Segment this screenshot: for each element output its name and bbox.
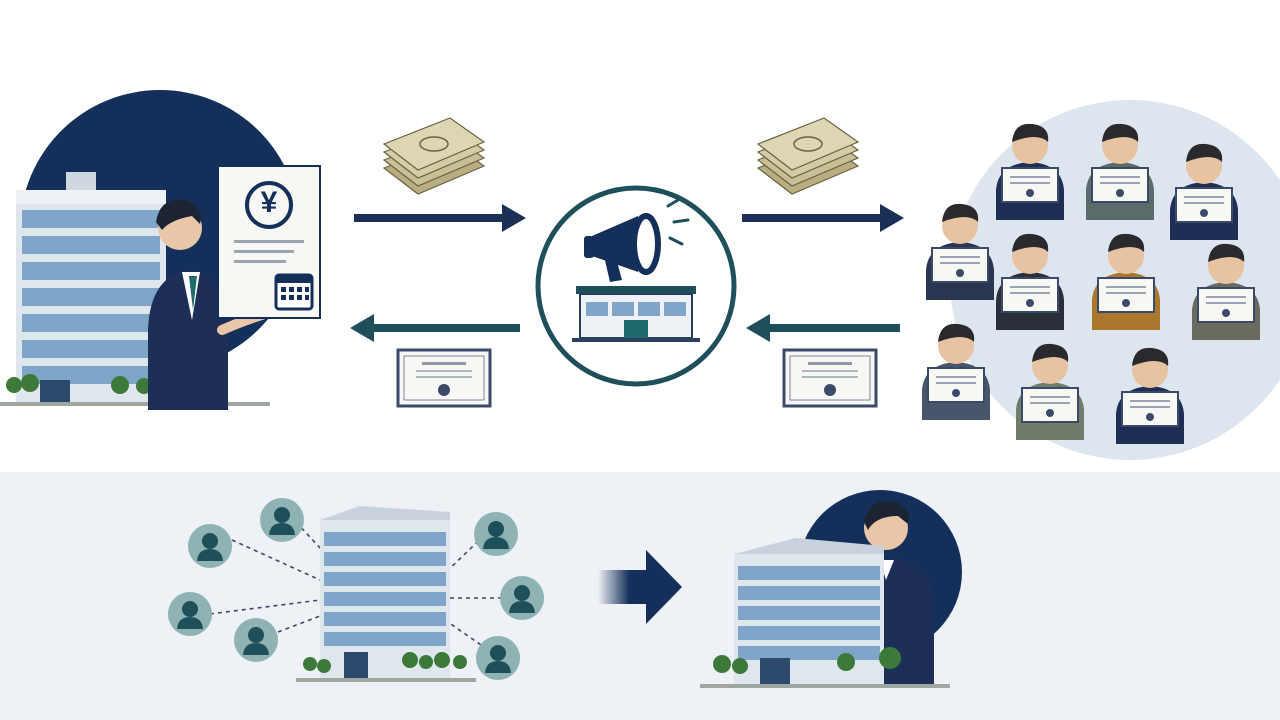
result-company-illustration — [700, 490, 962, 688]
money-stack-icon — [382, 117, 486, 195]
megaphone-icon — [584, 213, 661, 282]
tree-icons-result — [713, 647, 901, 674]
arrow-right-icon-2 — [742, 204, 904, 232]
bond-document — [217, 165, 321, 319]
broker-megaphone-storefront-icon — [535, 185, 737, 387]
holder-avatar — [168, 592, 212, 636]
arrow-left-icon-2 — [746, 314, 900, 342]
investors-group-illustration — [921, 100, 1280, 460]
money-stack-icon-2 — [756, 117, 860, 195]
arrow-right-icon — [354, 204, 526, 232]
transition-arrow-icon — [598, 550, 682, 624]
calendar-icon — [274, 273, 314, 311]
tree-icons-small — [303, 652, 467, 673]
office-building-icon — [0, 172, 270, 406]
holder-avatar — [234, 618, 278, 662]
certificate-icon — [396, 348, 492, 408]
issuer-illustration — [0, 90, 321, 410]
office-building-icon-small — [296, 506, 476, 682]
holder-avatar — [500, 576, 544, 620]
holder-avatar — [474, 512, 518, 556]
yen-symbol: ¥ — [260, 186, 278, 219]
holder-avatar — [188, 524, 232, 568]
certificate-icon-2 — [782, 348, 878, 408]
holder-avatar — [260, 498, 304, 542]
dispersed-holders-illustration — [168, 498, 544, 682]
holder-avatar — [476, 636, 520, 680]
businessman-figure — [148, 199, 267, 410]
storefront-icon — [572, 286, 700, 342]
arrow-left-icon — [350, 314, 520, 342]
